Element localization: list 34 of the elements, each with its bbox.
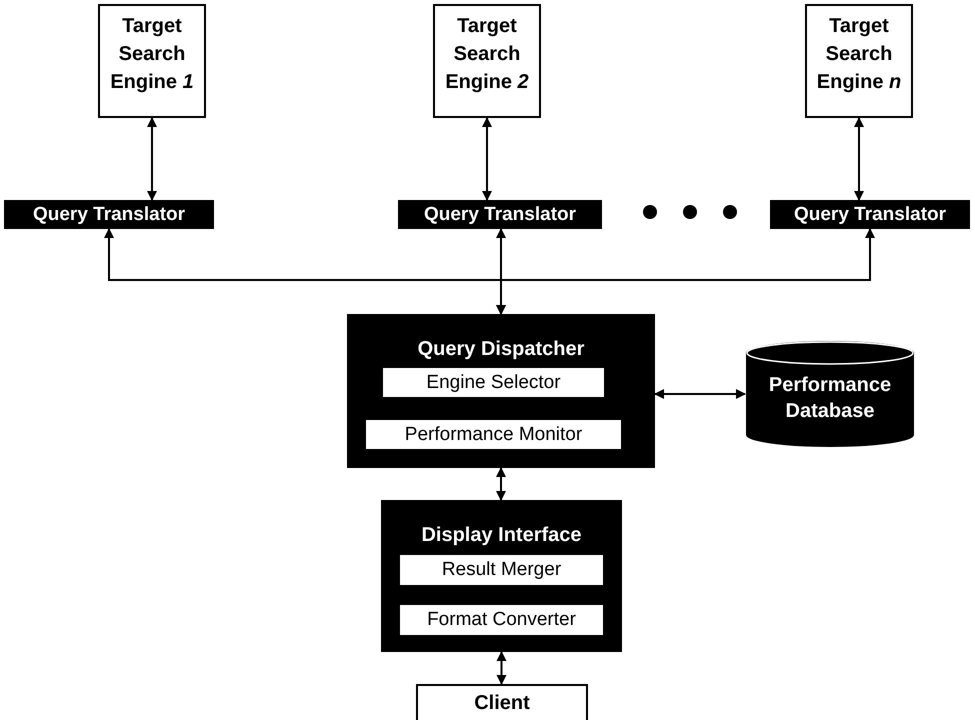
translator-bar: [770, 200, 970, 229]
box-label: Query Translator: [422, 203, 578, 227]
double-arrow: [654, 389, 746, 399]
translator-bar: [398, 200, 602, 229]
box-label: Query Translator: [32, 203, 186, 227]
translator-bar: [4, 200, 214, 229]
box-label: Performance Database: [768, 373, 892, 424]
component-box: [400, 605, 603, 635]
double-arrow: [147, 117, 157, 201]
box-label: Performance Monitor: [404, 423, 584, 447]
interface-box: [381, 500, 622, 652]
box-label: Client: [473, 691, 531, 716]
box-label: Result Merger: [440, 558, 562, 582]
component-box: [400, 555, 603, 585]
double-arrow: [496, 228, 875, 315]
search-engine-box: [98, 4, 206, 118]
search-engine-box: [433, 4, 541, 118]
box-label: Engine Selector: [425, 371, 562, 395]
component-box: [383, 368, 604, 397]
double-arrow: [482, 117, 492, 201]
client-box: [416, 684, 588, 720]
dispatcher-box: [347, 314, 655, 468]
double-arrow: [854, 117, 864, 201]
box-label: Target Search Engine n: [816, 14, 902, 95]
box-label: Display Interface: [420, 523, 583, 548]
double-arrow: [496, 467, 506, 501]
double-arrow: [496, 651, 506, 685]
box-label: Target Search Engine 1: [109, 14, 195, 95]
box-label: Target Search Engine 2: [444, 14, 530, 95]
box-label: Format Converter: [426, 608, 577, 632]
box-label: Query Translator: [792, 203, 948, 227]
component-box: [366, 420, 621, 449]
search-engine-box: [805, 4, 913, 118]
box-label: Query Dispatcher: [416, 337, 586, 362]
